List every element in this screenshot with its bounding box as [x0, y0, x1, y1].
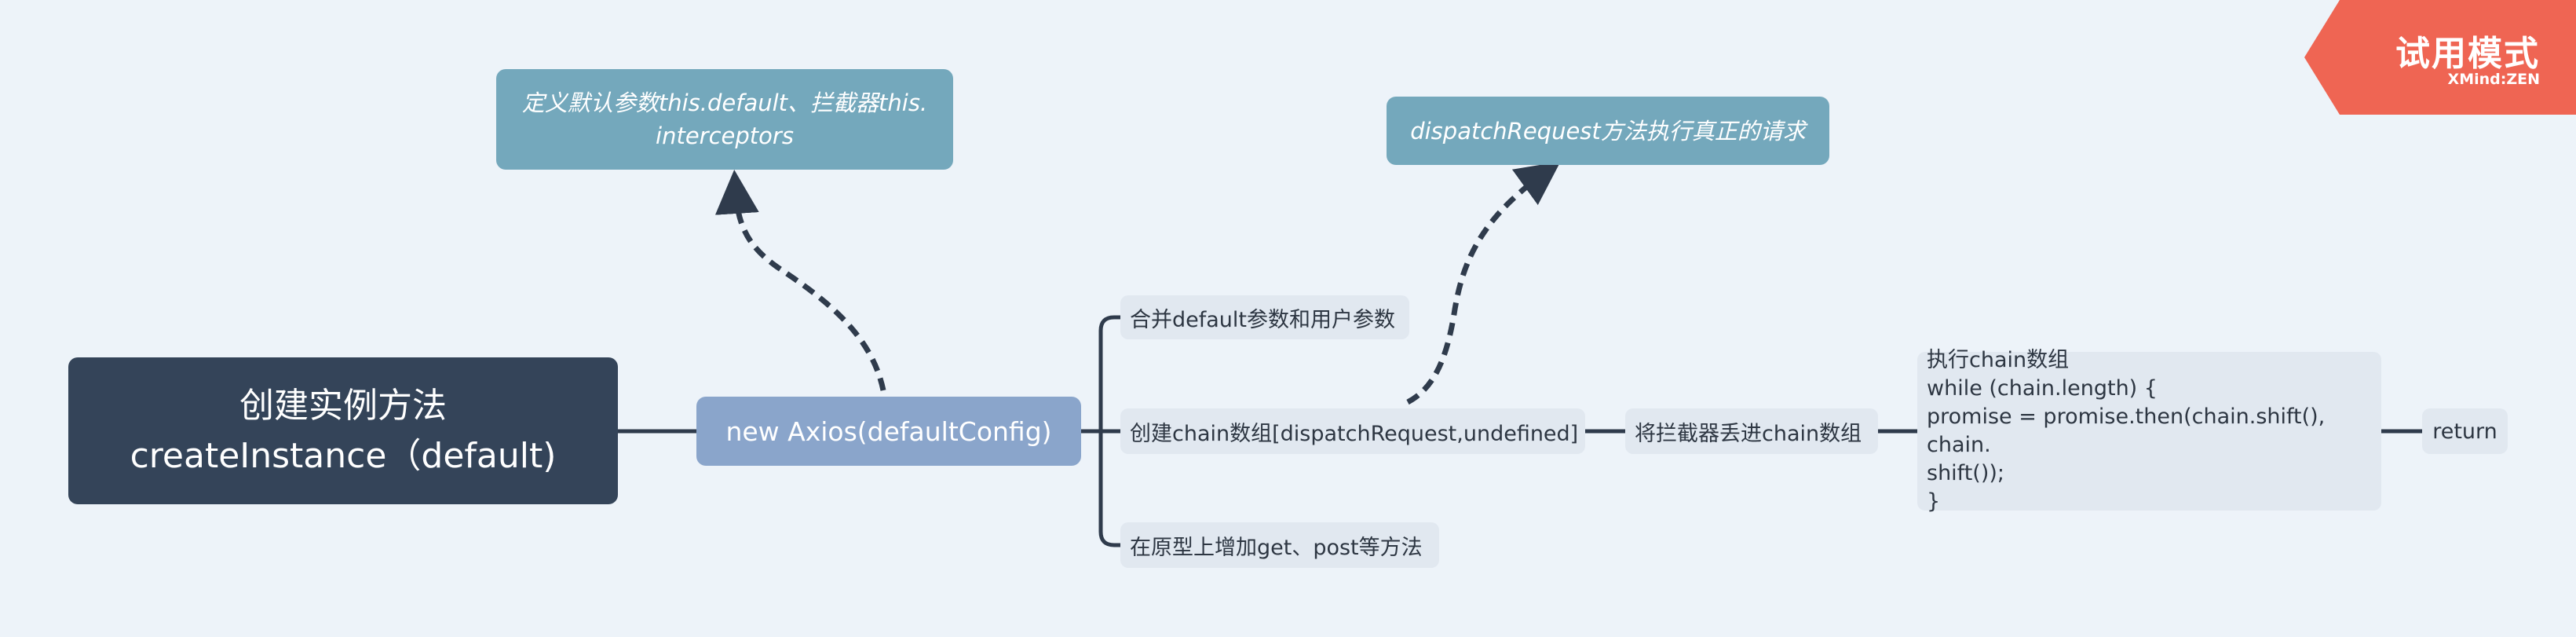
root-topic[interactable]: 创建实例方法 createInstance（default)	[68, 357, 618, 504]
execute-chain-line: while (chain.length) {	[1927, 376, 2158, 401]
subtopic-create-chain-label: 创建chain数组[dispatchRequest,undefined]	[1130, 421, 1579, 446]
subtopic-create-chain[interactable]: 创建chain数组[dispatchRequest,undefined]	[1120, 408, 1585, 454]
floating-topic-defaults-line-1: 定义默认参数this.default、拦截器this.	[521, 90, 928, 116]
floating-topic-defaults-line-2: interceptors	[656, 123, 794, 149]
dashed-arrow-dispatch	[1406, 161, 1561, 405]
execute-chain-line: 执行chain数组	[1927, 348, 2070, 372]
subtopic-execute-chain[interactable]: 执行chain数组 while (chain.length) { promise…	[1917, 348, 2381, 514]
floating-topic-dispatch[interactable]: dispatchRequest方法执行真正的请求	[1387, 97, 1829, 165]
main-topic-label: new Axios(defaultConfig)	[725, 416, 1052, 447]
root-topic-line-2: createInstance（default)	[130, 435, 557, 476]
watermark-banner-shape	[2304, 0, 2576, 115]
watermark-title: 试用模式	[2395, 34, 2540, 74]
main-topic[interactable]: new Axios(defaultConfig)	[696, 397, 1081, 466]
execute-chain-line: }	[1927, 489, 1941, 514]
floating-topic-defaults[interactable]: 定义默认参数this.default、拦截器this. interceptors	[496, 69, 953, 170]
subtopic-prototype-methods-label: 在原型上增加get、post等方法	[1130, 535, 1423, 560]
execute-chain-line: promise = promise.then(chain.shift(), ch…	[1927, 405, 2326, 457]
subtopic-merge-params-label: 合并default参数和用户参数	[1130, 307, 1396, 332]
trial-mode-watermark: 试用模式 XMind:ZEN	[2304, 0, 2576, 115]
floating-topic-dispatch-label: dispatchRequest方法执行真正的请求	[1410, 117, 1806, 145]
root-topic-line-1: 创建实例方法	[239, 385, 447, 426]
execute-chain-line: shift());	[1927, 461, 2004, 485]
subtopic-return[interactable]: return	[2422, 408, 2508, 454]
subtopic-interceptors-into-chain[interactable]: 将拦截器丢进chain数组	[1625, 408, 1878, 454]
dashed-arrow-defaults	[714, 170, 886, 391]
subtopic-prototype-methods[interactable]: 在原型上增加get、post等方法	[1120, 522, 1439, 568]
subtopic-merge-params[interactable]: 合并default参数和用户参数	[1120, 295, 1409, 339]
watermark-brand: XMind:ZEN	[2447, 71, 2540, 88]
subtopic-interceptors-into-chain-label: 将拦截器丢进chain数组	[1635, 421, 1862, 446]
subtopic-return-label: return	[2432, 419, 2497, 444]
